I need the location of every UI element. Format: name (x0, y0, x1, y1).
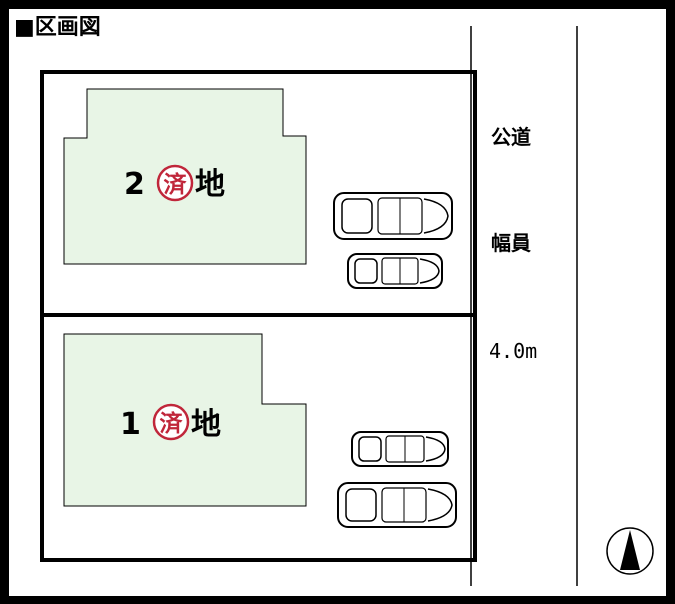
car-icon (333, 192, 453, 240)
road-width-value: 4.0m (489, 339, 537, 363)
lot-1-status: 済 (160, 410, 184, 437)
lot-2-sold-seal: 済 (156, 164, 194, 202)
car-icon (337, 482, 457, 528)
road-label-type: 公道 (491, 125, 531, 149)
car-icon (351, 431, 449, 467)
lot-2-suffix: 地 (195, 167, 225, 202)
diagram-title: ■区画図 (14, 15, 101, 40)
lot-2-number: 2 (124, 167, 145, 202)
car-icon (347, 253, 443, 289)
lot-1-suffix: 地 (191, 407, 221, 442)
north-arrow-icon (606, 527, 654, 575)
lot-2-status: 済 (164, 171, 188, 198)
lot-1-label: 1 済 地 (120, 403, 221, 442)
lot-1-sold-seal: 済 (152, 403, 190, 441)
lot-1-number: 1 (120, 407, 141, 442)
lot-2-label: 2 済 地 (124, 164, 225, 202)
road-label-width-title: 幅員 (491, 231, 531, 255)
